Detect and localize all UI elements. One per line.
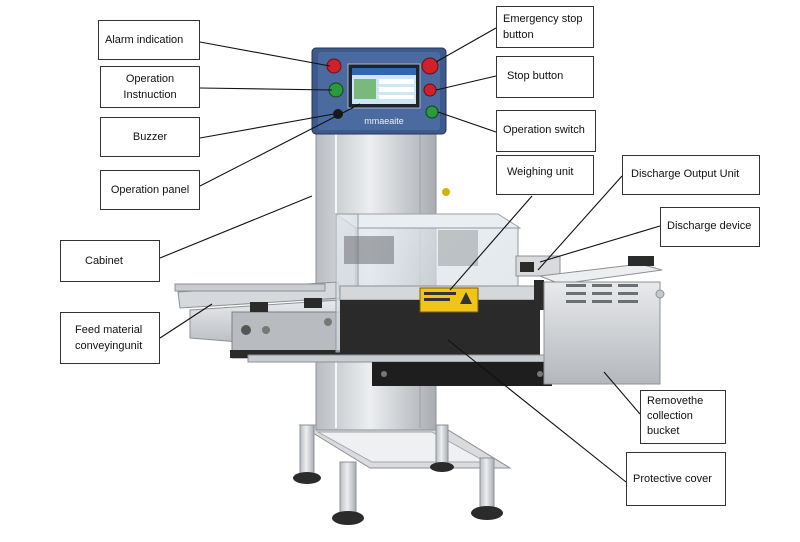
callout-remove-bucket: Removethe collection bucket: [640, 390, 726, 444]
callout-discharge-output: Discharge Output Unit: [622, 155, 760, 195]
collection-bucket: [539, 256, 665, 385]
emergency-stop-button: [421, 57, 439, 75]
foot-pad: [471, 506, 503, 520]
callout-operation-instruction: Operation Instnuction: [100, 66, 200, 108]
stop-button: [423, 83, 437, 97]
callout-weighing-unit: Weighing unit: [496, 155, 594, 195]
base-frame: [293, 424, 512, 525]
callout-protective-cover: Protective cover: [626, 452, 726, 506]
control-head: mmaeaite: [311, 47, 447, 135]
weighing-belt: [247, 285, 552, 386]
callout-operation-panel: Operation panel: [100, 170, 200, 210]
callout-emergency-stop: Emergency stop button: [496, 6, 594, 48]
foot-pad: [332, 511, 364, 525]
discharge-device: [515, 255, 561, 310]
callout-alarm-indication: Alarm indication: [98, 20, 200, 60]
callout-operation-switch: Operation switch: [496, 110, 596, 152]
callout-cabinet: Cabinet: [60, 240, 160, 282]
callout-stop-button: Stop button: [496, 56, 594, 98]
callout-feed-material: Feed material conveyingunit: [60, 312, 160, 364]
foot-pad: [293, 472, 321, 484]
foot-pad: [430, 462, 454, 472]
callout-discharge-device: Discharge device: [660, 207, 760, 247]
leader-lines: [159, 27, 661, 483]
callout-buzzer: Buzzer: [100, 117, 200, 157]
feed-conveyor: [174, 281, 350, 359]
operation-switch-button: [425, 105, 439, 119]
brand-name: mmaeaite: [364, 116, 404, 126]
